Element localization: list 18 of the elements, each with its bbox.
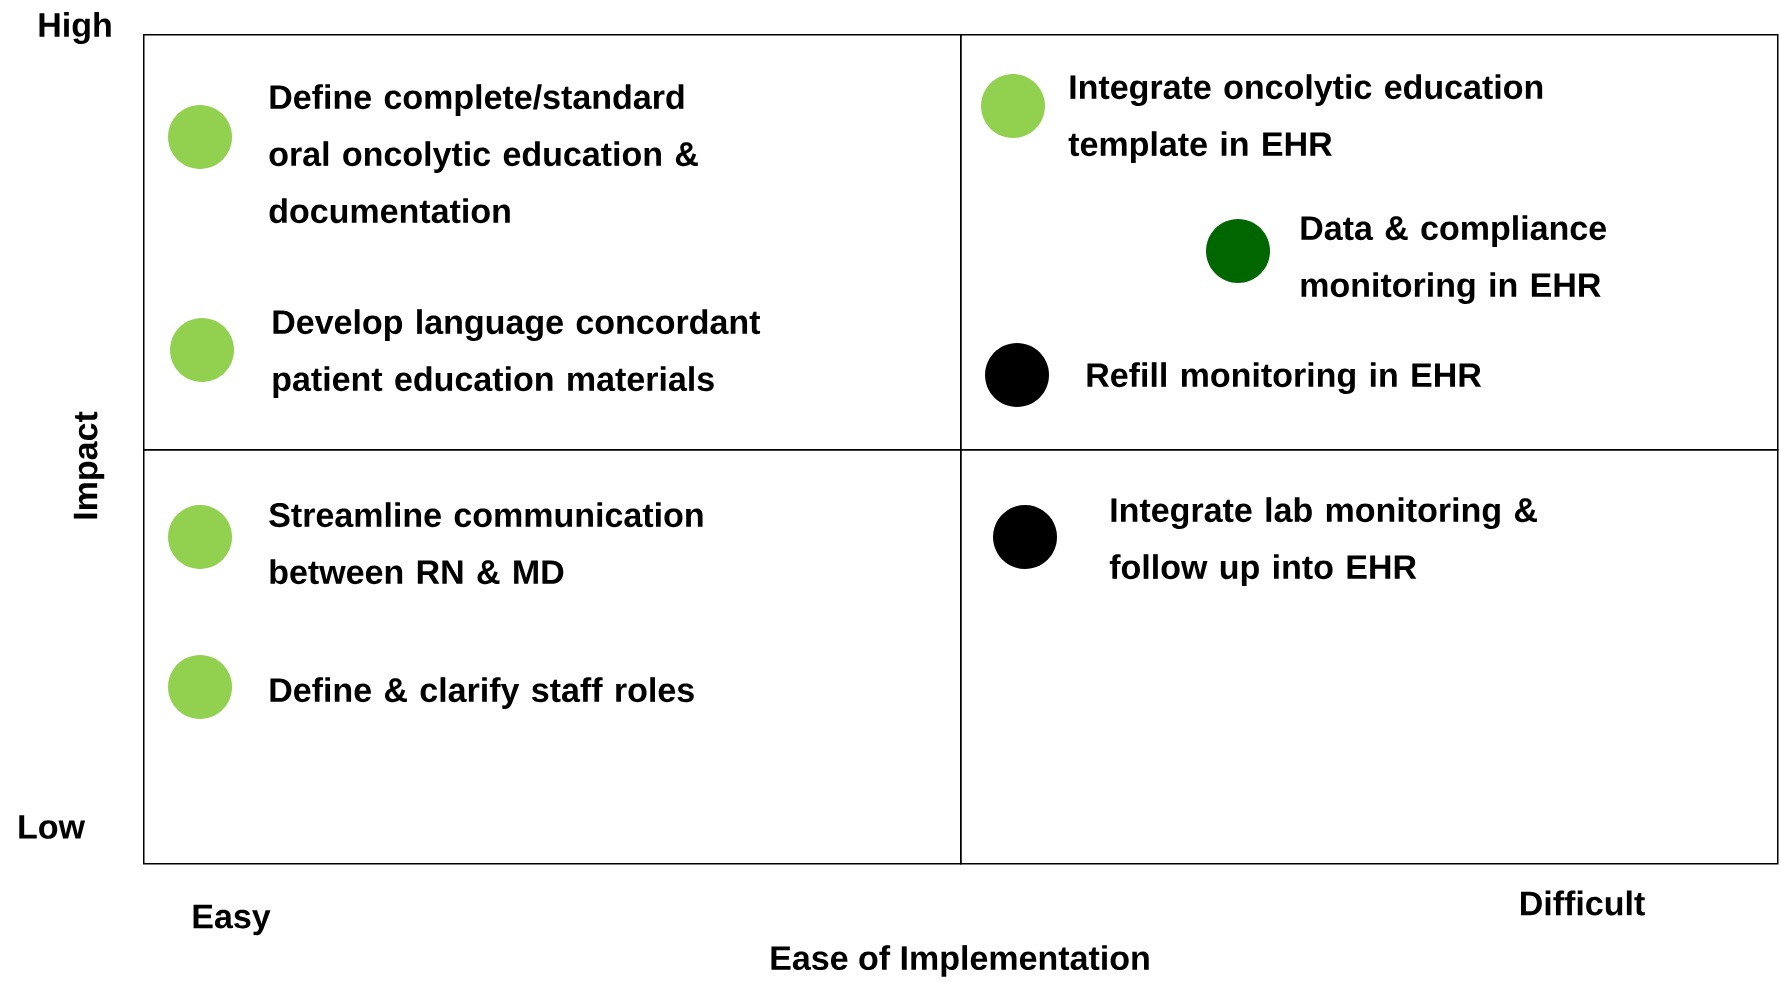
item-text: Define complete/standard oral oncolytic education & documentation	[269, 84, 698, 224]
quadrant-box	[960, 34, 1779, 451]
axis-label: Ease of Implementation	[771, 945, 1149, 977]
item-text: Integrate oncolytic education template in EHR	[1068, 74, 1543, 163]
item-text: Integrate lab monitoring & follow up into EHR	[1109, 497, 1537, 586]
quadrant-box	[143, 34, 962, 451]
item-text: Define & clarify staff roles	[270, 677, 694, 709]
axis-label: Impact	[73, 411, 105, 519]
quadrant-box	[143, 449, 962, 865]
item-text: Develop language concordant patient education materials	[273, 309, 761, 398]
axis-label: Difficult	[1521, 890, 1645, 916]
item-text: Data & compliance monitoring in EHR	[1301, 215, 1606, 305]
axis-label: Low	[19, 815, 86, 839]
axis-label: Easy	[193, 904, 271, 936]
item-text: Streamline communication between RN & MD	[269, 502, 703, 585]
axis-label: High	[39, 12, 111, 44]
item-text: Refill monitoring in EHR	[1087, 362, 1482, 395]
quadrant-box	[960, 449, 1779, 865]
